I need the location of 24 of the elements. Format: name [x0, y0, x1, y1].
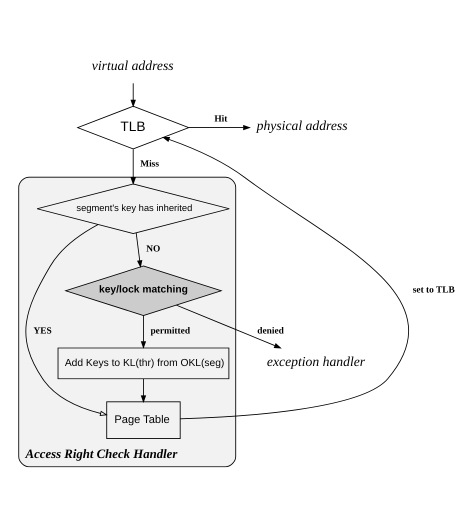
node-text: virtual address [92, 58, 174, 74]
node-box: Add Keys to KL(thr) from OKL(seg) [58, 348, 230, 380]
arrow [130, 148, 136, 186]
edge-label: YES [33, 326, 52, 336]
arrow [136, 232, 142, 268]
node-diamond: segment's key has inherited [36, 184, 230, 234]
arrow [188, 124, 251, 130]
node-box: Page Table [106, 401, 181, 439]
node-text: physical address [256, 118, 348, 133]
arrow [25, 224, 108, 416]
arrow [176, 304, 282, 348]
edge-label: set to TLB [412, 285, 455, 296]
node-text: exception handler [266, 354, 366, 369]
edge-label: denied [257, 326, 284, 336]
node-diamond: TLB [76, 106, 190, 150]
arrow [140, 315, 146, 349]
arrow [162, 136, 408, 420]
edge-label: NO [146, 244, 160, 254]
edge-label: permitted [150, 326, 190, 336]
arrow [130, 82, 136, 108]
arrow [140, 378, 146, 404]
edge-label: Miss [140, 160, 159, 170]
node-diamond: key/lock matching [64, 266, 223, 316]
edge-label: Hit [214, 114, 228, 124]
